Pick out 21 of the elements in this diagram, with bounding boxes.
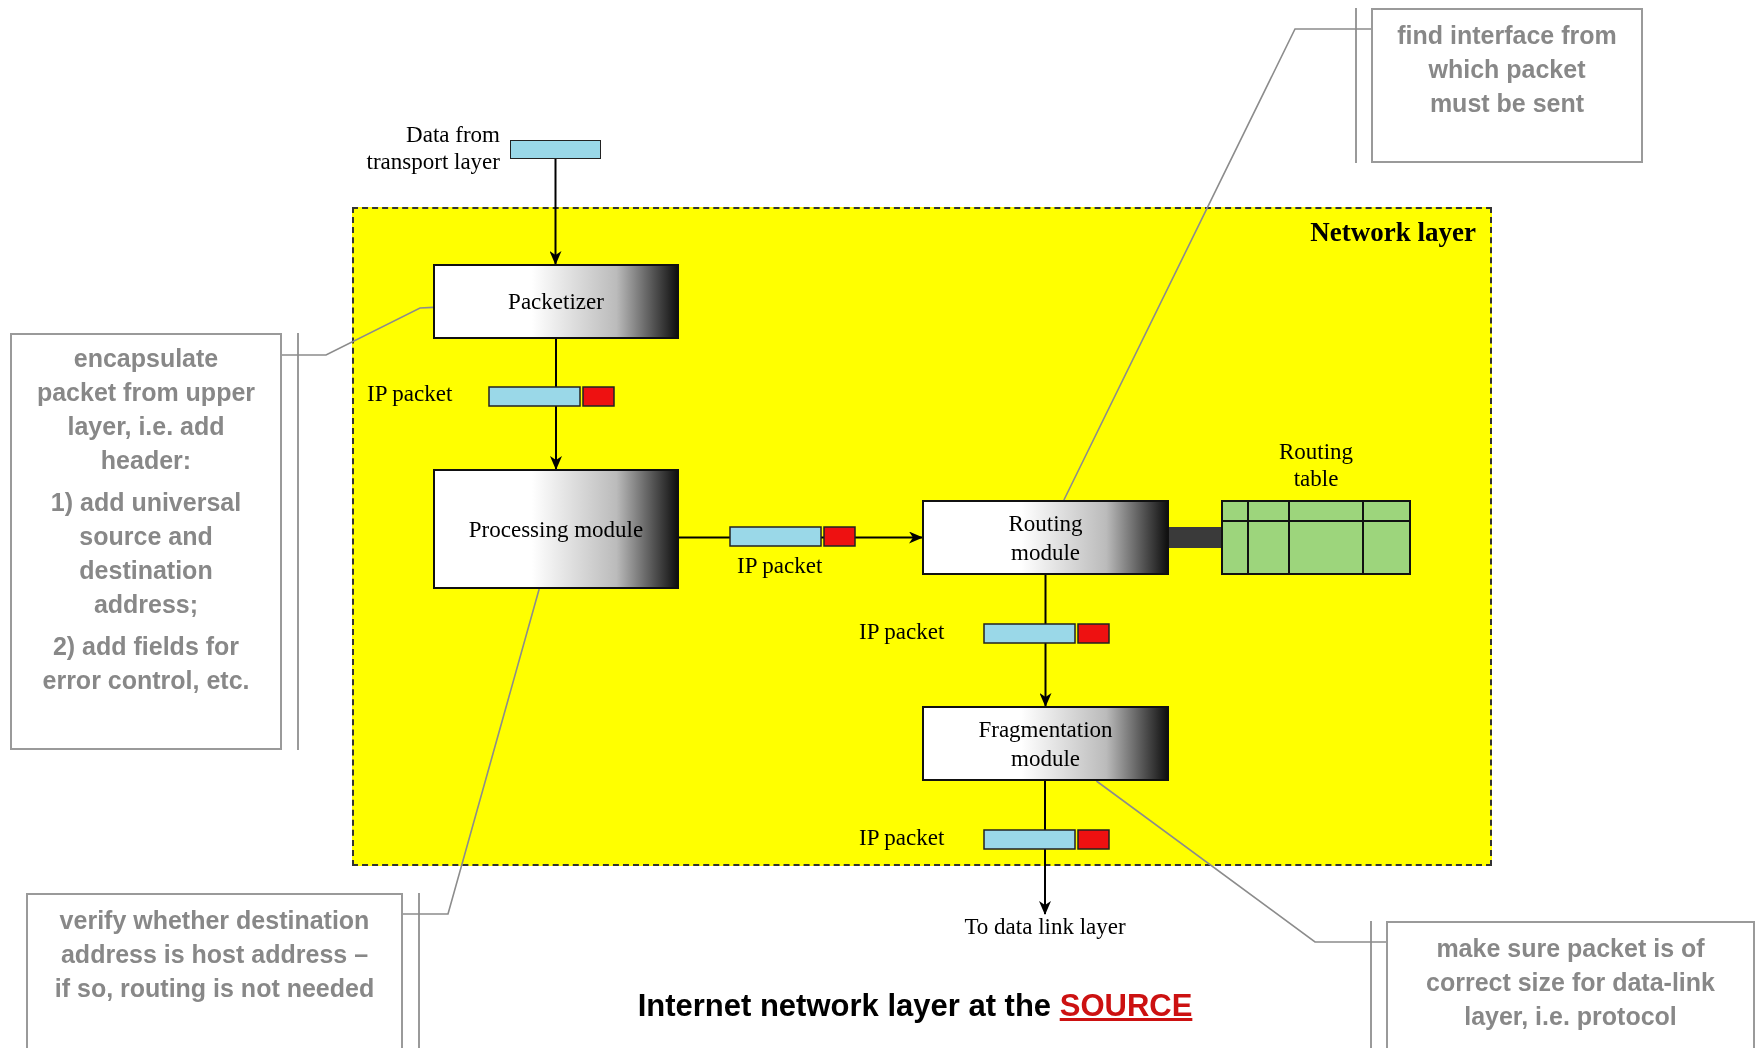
table-heading: Routing table	[1277, 438, 1355, 492]
module-box: Routing module	[922, 500, 1169, 575]
callout-box: find interface from which packet must be sent	[1371, 8, 1643, 163]
diagram-title: Internet network layer at the SOURCE	[636, 988, 1194, 1024]
module-box: Fragmentation module	[922, 706, 1169, 781]
edge-label: IP packet	[367, 381, 453, 407]
edge-label: IP packet	[859, 619, 945, 645]
flow-label: To data link layer	[935, 914, 1155, 944]
node-caption: Data from transport layer	[365, 121, 500, 175]
region-title: Network layer	[1310, 217, 1476, 248]
data-block	[510, 140, 601, 159]
callout-text: encapsulate packet from upper layer, i.e. add header:	[35, 343, 257, 476]
module-box: Processing module	[433, 469, 679, 589]
module-box: Packetizer	[433, 264, 679, 339]
callout-box: make sure packet is of correct size for data-link layer, i.e. protocol	[1386, 921, 1755, 1048]
edge-label: IP packet	[737, 553, 823, 579]
callout-box: verify whether destination address is host address – if so, routing is not needed	[26, 893, 403, 1048]
callout-text: 2) add fields for error control, etc.	[41, 631, 251, 696]
edge-label: IP packet	[859, 825, 945, 851]
callout-text: 1) add universal source and destination address;	[49, 487, 243, 620]
layer-region	[352, 207, 1492, 866]
